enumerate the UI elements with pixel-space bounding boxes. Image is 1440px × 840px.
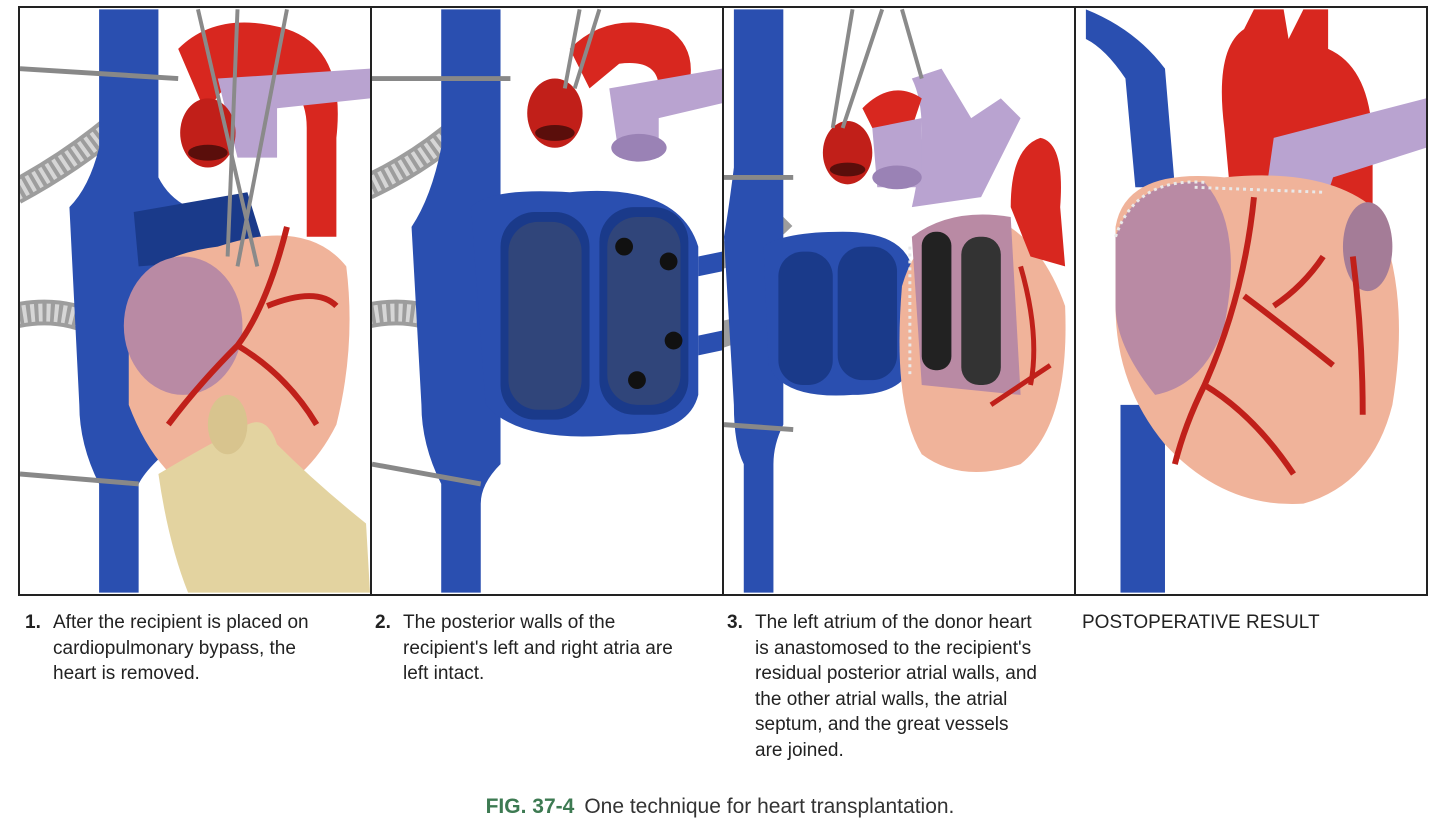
panel-2-number: 2. xyxy=(375,612,391,633)
panel-4-caption: POSTOPERATIVE RESULT xyxy=(1082,610,1412,636)
panel-1-caption-text: After the recipient is placed on cardiop… xyxy=(53,612,309,684)
donor-pulmonary-artery xyxy=(911,68,1021,208)
coronary-vessels xyxy=(165,226,339,427)
panel-2-illustration xyxy=(370,6,724,596)
figure-caption: FIG. 37-4 One technique for heart transpl… xyxy=(0,795,1440,819)
panel-3-caption-text: The left atrium of the donor heart is an… xyxy=(755,612,1037,761)
panel-1-number: 1. xyxy=(25,612,41,633)
panel-4-caption-text: POSTOPERATIVE RESULT xyxy=(1082,612,1320,633)
figure-label: FIG. 37-4 xyxy=(485,795,575,818)
donor-aorta xyxy=(1010,137,1066,267)
pulmonary-artery xyxy=(217,68,370,158)
left-atrial-appendage xyxy=(1342,202,1393,292)
panel-4-drawing xyxy=(1085,9,1426,593)
superior-vena-cava xyxy=(1085,9,1175,188)
aorta xyxy=(569,22,691,89)
panel-3-number: 3. xyxy=(727,612,743,633)
illustration-strip xyxy=(18,6,1428,596)
vena-cava xyxy=(724,9,784,593)
vena-cava xyxy=(411,9,501,593)
inferior-vena-cava xyxy=(1120,404,1165,593)
panel-1-illustration xyxy=(18,6,372,596)
surgeon-hand xyxy=(158,422,370,593)
figure-title: One technique for heart transplantation. xyxy=(584,795,955,818)
right-atrium-tissue xyxy=(123,256,243,395)
panel-2-caption: 2. The posterior walls of the recipient'… xyxy=(375,610,675,687)
panel-3-drawing xyxy=(724,8,1066,593)
right-atrium xyxy=(1115,181,1231,395)
coronary-vessels xyxy=(1171,196,1366,476)
panel-4-illustration xyxy=(1074,6,1428,596)
panel-1-caption: 1. After the recipient is placed on card… xyxy=(25,610,325,687)
panel-2-caption-text: The posterior walls of the recipient's l… xyxy=(403,612,673,684)
panel-1-drawing xyxy=(20,8,370,593)
panel-2-drawing xyxy=(372,8,722,593)
panel-3-illustration xyxy=(722,6,1076,596)
panel-3-caption: 3. The left atrium of the donor heart is… xyxy=(727,610,1037,763)
